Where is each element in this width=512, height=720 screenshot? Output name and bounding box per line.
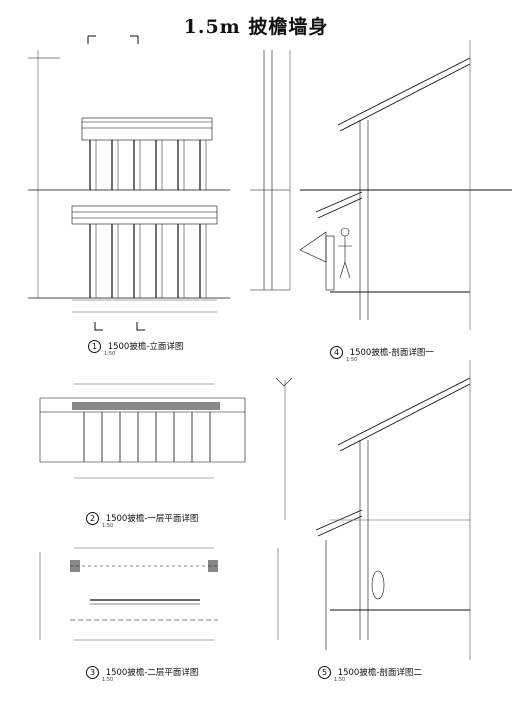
plan-drawing-1	[39, 377, 293, 520]
plan-drawing-2	[39, 547, 279, 641]
caption-scale-1: 1:50	[104, 351, 116, 357]
caption-drawing-1: 1 1500披檐-立面详图 1:50	[88, 340, 184, 357]
caption-drawing-3: 3 1500披檐-二层平面详图 1:50	[86, 666, 199, 683]
elevation-drawing	[28, 35, 291, 331]
sheet-title: 1.5m 披檐墙身	[183, 16, 329, 38]
caption-text-3: 1500披檐-二层平面详图	[105, 668, 199, 678]
caption-drawing-5: 5 1500披檐-剖面详图二 1:50	[318, 666, 422, 683]
caption-text-2: 1500披檐-一层平面详图	[105, 514, 199, 524]
caption-scale-2: 1:50	[102, 523, 114, 529]
caption-text-1: 1500披檐-立面详图	[107, 342, 184, 352]
drawing-number-4: 4	[330, 346, 343, 359]
drawing-number-2: 2	[86, 512, 99, 525]
drawing-number-5: 5	[318, 666, 331, 679]
caption-drawing-2: 2 1500披檐-一层平面详图 1:50	[86, 512, 199, 529]
caption-text-5: 1500披檐-剖面详图二	[337, 668, 422, 678]
caption-scale-5: 1:50	[334, 677, 346, 683]
drawing-number-1: 1	[88, 340, 101, 353]
drawing-number-3: 3	[86, 666, 99, 679]
section-drawing-2	[315, 360, 471, 660]
caption-scale-4: 1:50	[346, 357, 358, 363]
caption-scale-3: 1:50	[102, 677, 114, 683]
caption-drawing-4: 4 1500披檐-剖面详图一 1:50	[330, 346, 434, 363]
caption-text-4: 1500披檐-剖面详图一	[349, 348, 434, 358]
section-drawing-1	[299, 40, 512, 330]
